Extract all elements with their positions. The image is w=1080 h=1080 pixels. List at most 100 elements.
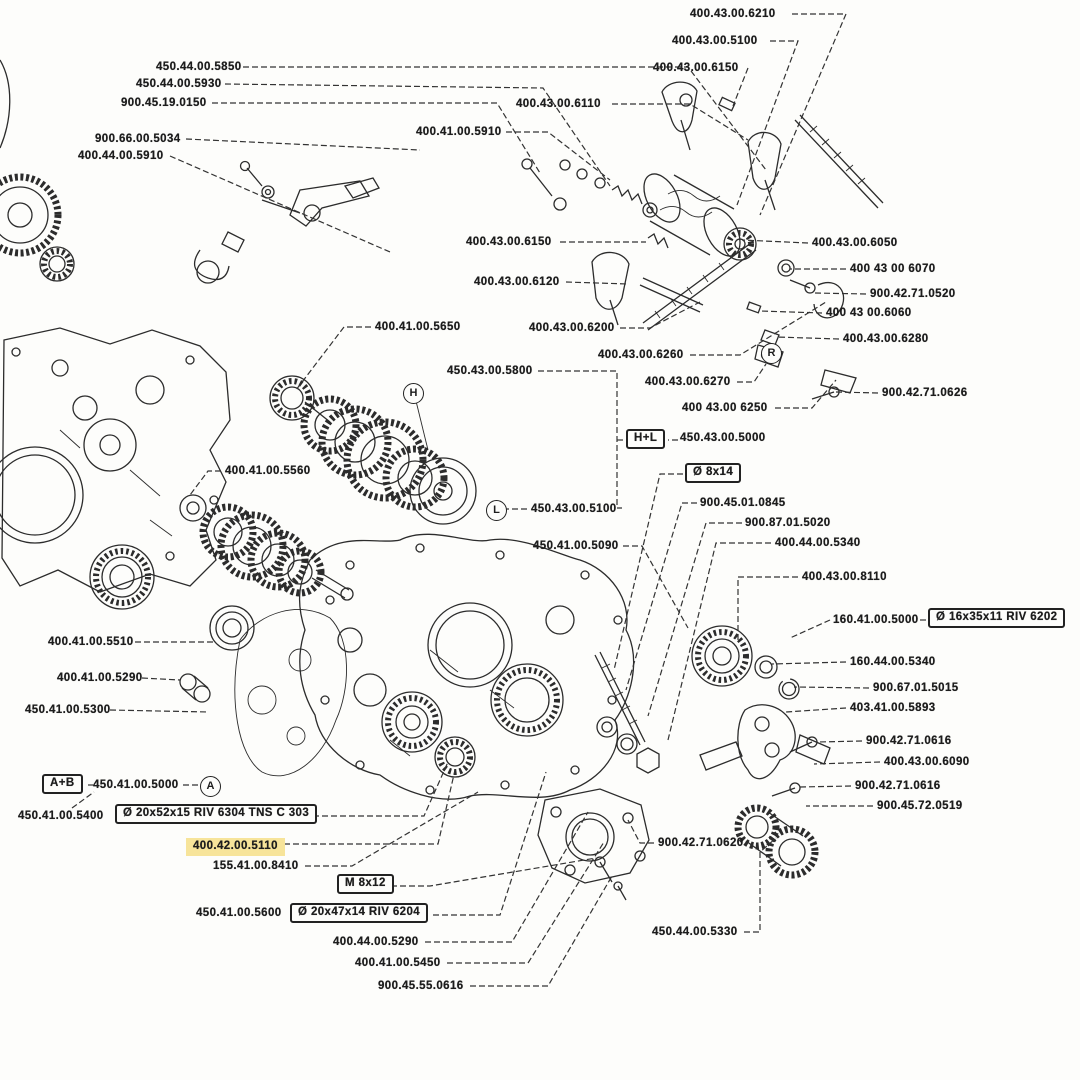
leader-line (295, 326, 371, 391)
part-label: 400.41.00.5910 (416, 126, 502, 138)
leader-line (391, 857, 597, 887)
part-label: 450.44.00.5330 (652, 926, 738, 938)
part-label: 400.43.00.6270 (645, 376, 731, 388)
part-label: 400.41.00.5450 (355, 957, 441, 969)
leader-line (433, 771, 547, 916)
leader-line (620, 301, 701, 329)
part-label: 450.43.00.5100 (531, 503, 617, 515)
leader-line (71, 791, 95, 809)
leader-line (775, 336, 840, 340)
spec-box-label: Ø 8x14 (685, 463, 742, 483)
detent-parts-drawing (559, 96, 816, 346)
part-label: 900.42.71.0616 (866, 735, 952, 747)
leader-line (169, 155, 391, 253)
part-label: 400.43.00.6090 (884, 756, 970, 768)
part-label: 900.45.55.0616 (378, 980, 464, 992)
edge-part-outline (0, 59, 11, 149)
part-label: 400.43.00.8110 (802, 571, 887, 583)
leader-line (305, 791, 479, 867)
part-label: 400.43.00.6200 (529, 322, 615, 334)
leader-line (612, 103, 749, 141)
leader-line (623, 545, 689, 629)
leader-line (284, 769, 456, 845)
needle-bearing-drawing (269, 375, 315, 421)
bushing-drawing (179, 673, 211, 703)
part-label: 400.43.00.6120 (474, 276, 560, 288)
part-label: 160.41.00.5000 (833, 614, 919, 626)
part-label: 400.44.00.5290 (333, 936, 419, 948)
part-label: 400.43.00.6050 (812, 237, 898, 249)
leader-line (506, 131, 611, 181)
right-bearing-group-drawing (691, 625, 800, 700)
reference-circle-A: A (200, 776, 221, 797)
oil-seal-drawing (209, 605, 255, 651)
part-label: 400.44.00.5910 (78, 150, 164, 162)
part-label: 900.45.72.0519 (877, 800, 963, 812)
leader-line (690, 301, 827, 356)
part-label: 450.43.00.5000 (680, 432, 766, 444)
part-label: 400.43.00.5100 (672, 35, 758, 47)
main-bearing-drawing (89, 544, 155, 610)
leader-line (793, 686, 870, 689)
leader-line (741, 239, 809, 244)
part-label: 400 43.00 6250 (682, 402, 768, 414)
leader-line (785, 707, 847, 713)
leader-line (189, 470, 221, 496)
part-label: 450.41.00.5090 (533, 540, 619, 552)
part-label: 450.43.00.5800 (447, 365, 533, 377)
leader-line (835, 391, 879, 394)
bottom-plate-drawing (537, 788, 650, 901)
reference-circle-H: H (403, 383, 424, 404)
spec-box-label: Ø 20x52x15 RIV 6304 TNS C 303 (115, 804, 318, 824)
part-label: 400.43.00.6260 (598, 349, 684, 361)
part-label: 450.44.00.5850 (156, 61, 242, 73)
spec-box-label: H+L (626, 429, 666, 449)
fork-rail-drawing (639, 114, 884, 331)
part-label: 900.45.19.0150 (121, 97, 207, 109)
part-label: 403.41.00.5893 (850, 702, 936, 714)
leader-line (647, 522, 742, 717)
sprocket-drawing (0, 173, 62, 257)
leader-line (470, 875, 613, 987)
gear-cluster-lower-drawing (179, 494, 354, 601)
leader-line (625, 502, 697, 691)
part-label: 400.41.00.5290 (57, 672, 143, 684)
leader-line (732, 67, 749, 107)
part-label: 450.44.00.5930 (136, 78, 222, 90)
leader-line (109, 709, 209, 713)
leader-line (813, 761, 881, 765)
leader-line (224, 83, 611, 187)
part-label: 155.41.00.8410 (213, 860, 299, 872)
leader-line (759, 310, 823, 314)
part-label-highlighted[interactable]: 400.42.00.5110 (186, 838, 285, 856)
leader-line (775, 379, 837, 409)
part-label: 900.87.01.5020 (745, 517, 831, 529)
reference-circle-R: R (761, 343, 782, 364)
leader-line (737, 576, 798, 640)
leader-line (667, 542, 771, 741)
leader-line (425, 811, 589, 943)
part-label: 400.43.00.6280 (843, 333, 929, 345)
reference-circle-L: L (486, 500, 507, 521)
part-label: 400 43 00 6070 (850, 263, 936, 275)
leader-line (313, 761, 449, 817)
part-label: 400.44.00.5340 (775, 537, 861, 549)
part-label: 900.66.00.5034 (95, 133, 181, 145)
misc-small-parts-drawing (521, 158, 567, 211)
bearing-small-drawing (39, 246, 75, 282)
shift-drum-drawing (643, 173, 757, 261)
leader-line (185, 138, 421, 151)
leader-line (817, 740, 863, 743)
leader-line (737, 363, 767, 383)
left-crankcase-drawing (0, 327, 231, 593)
leader-line (447, 841, 605, 964)
leader-line (212, 102, 541, 174)
part-label: 400.43.00.6150 (653, 62, 739, 74)
part-label: 450.41.00.5400 (18, 810, 104, 822)
part-label: 900.42.71.0626 (882, 387, 968, 399)
leader-line (789, 619, 831, 639)
shift-lever-assembly-drawing (193, 160, 380, 284)
part-label: 900.42.71.0520 (870, 288, 956, 300)
